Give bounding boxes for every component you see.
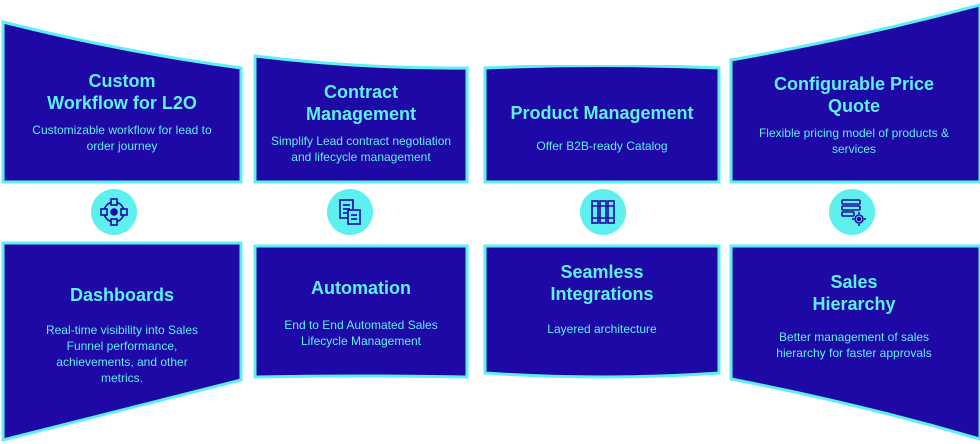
card-description: Simplify Lead contract negotiation and l…: [270, 133, 452, 164]
card-automation: Automation End to End Automated Sales Li…: [252, 243, 470, 381]
card-description: Customizable workflow for lead to order …: [32, 123, 212, 153]
card-custom-workflow: Custom Workflow for L2O Customizable wor…: [0, 18, 244, 186]
card-product-management: Product Management Offer B2B-ready Catal…: [482, 65, 722, 186]
product-catalog-icon: [580, 189, 626, 235]
workflow-icon: [91, 189, 137, 235]
contract-document-icon: [327, 189, 373, 235]
card-background: [253, 244, 469, 379]
card-description: Offer B2B-ready Catalog: [536, 138, 668, 153]
card-title: Custom Workflow for L2O: [47, 71, 197, 113]
card-sales-hierarchy: Sales Hierarchy Better management of sal…: [728, 243, 980, 442]
card-configurable-price-quote: Configurable Price Quote Flexible pricin…: [728, 2, 980, 186]
card-description: Better management of sales hierarchy for…: [776, 330, 932, 360]
card-background: [729, 244, 980, 441]
card-dashboards: Dashboards Real-time visibility into Sal…: [0, 240, 244, 444]
card-description: End to End Automated Sales Lifecycle Man…: [284, 318, 438, 348]
card-background: [483, 65, 721, 184]
price-configuration-icon: [829, 189, 875, 235]
card-contract-management: Contract Management Simplify Lead contra…: [252, 53, 470, 186]
card-title: Contract Management: [305, 81, 417, 124]
card-description: Layered architecture: [547, 322, 657, 336]
card-title: Product Management: [510, 102, 694, 123]
card-background: [1, 20, 243, 184]
card-background: [253, 54, 469, 184]
card-description: Real-time visibility into Sales Funnel p…: [45, 323, 199, 385]
card-background: [1, 241, 243, 442]
card-description: Flexible pricing model of products & ser…: [758, 126, 950, 156]
card-title: Seamless Integrations: [550, 262, 654, 304]
card-title: Configurable Price Quote: [773, 74, 935, 116]
card-background: [483, 244, 721, 379]
card-title: Dashboards: [69, 285, 175, 305]
card-title: Sales Hierarchy: [812, 272, 896, 314]
card-seamless-integrations: Seamless Integrations Layered architectu…: [482, 243, 722, 383]
card-title: Automation: [311, 278, 411, 298]
